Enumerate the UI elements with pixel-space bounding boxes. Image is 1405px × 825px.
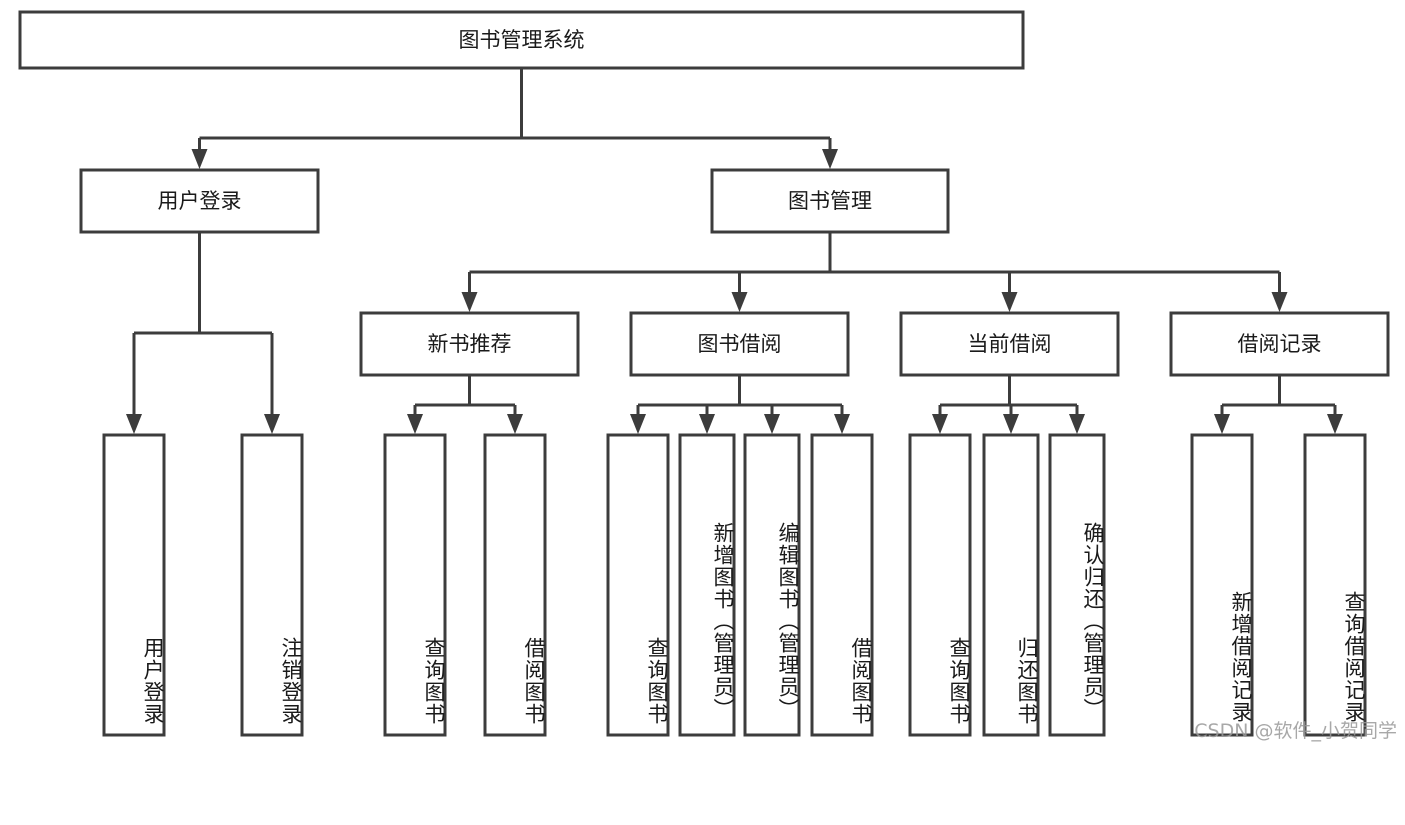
- connector-layer: [126, 68, 1343, 434]
- node-box-layer: [18, 10, 1390, 737]
- connector-arrowhead: [834, 414, 850, 434]
- node-user-login-label: 用户登录: [158, 189, 242, 213]
- connector-arrowhead: [264, 414, 280, 434]
- connector-arrowhead: [932, 414, 948, 434]
- diagram-canvas: 图书管理系统用户登录图书管理新书推荐图书借阅当前借阅借阅记录 用户登录注销登录查…: [18, 10, 1397, 742]
- connector-arrowhead: [1069, 414, 1085, 434]
- node-book-manage[interactable]: [710, 168, 950, 234]
- connector-arrowhead: [1003, 414, 1019, 434]
- connector-arrowhead: [407, 414, 423, 434]
- node-root-label: 图书管理系统: [459, 28, 585, 52]
- node-root[interactable]: [18, 10, 1025, 70]
- connector-arrowhead: [1271, 292, 1288, 312]
- node-leaf-query-book-1[interactable]: [383, 433, 447, 737]
- connector-arrowhead: [630, 414, 646, 434]
- node-borrow-record-label: 借阅记录: [1238, 332, 1322, 356]
- node-leaf-logout-login[interactable]: [240, 433, 304, 737]
- connector-arrowhead: [191, 149, 208, 169]
- node-new-book-recommend[interactable]: [359, 311, 580, 377]
- connector-arrowhead: [699, 414, 715, 434]
- connector-arrowhead: [764, 414, 780, 434]
- node-book-manage-label: 图书管理: [788, 189, 872, 213]
- node-current-borrow[interactable]: [899, 311, 1120, 377]
- node-leaf-borrow-book-1[interactable]: [483, 433, 547, 737]
- node-leaf-query-borrow-record[interactable]: [1303, 433, 1367, 737]
- node-leaf-edit-book-admin[interactable]: [743, 433, 801, 737]
- node-book-borrow-label: 图书借阅: [698, 332, 782, 356]
- connector-arrowhead: [1001, 292, 1018, 312]
- connector-arrowhead: [507, 414, 523, 434]
- node-leaf-return-book[interactable]: [982, 433, 1040, 737]
- node-user-login[interactable]: [79, 168, 320, 234]
- node-new-book-recommend-label: 新书推荐: [428, 332, 512, 356]
- node-current-borrow-label: 当前借阅: [968, 332, 1052, 356]
- node-leaf-add-book-admin[interactable]: [678, 433, 736, 737]
- node-leaf-confirm-return-admin[interactable]: [1048, 433, 1106, 737]
- node-book-borrow[interactable]: [629, 311, 850, 377]
- node-leaf-borrow-book-2[interactable]: [810, 433, 874, 737]
- node-leaf-query-book-2[interactable]: [606, 433, 670, 737]
- node-leaf-add-borrow-record[interactable]: [1190, 433, 1254, 737]
- connector-arrowhead: [461, 292, 478, 312]
- node-leaf-query-book-3[interactable]: [908, 433, 972, 737]
- connector-arrowhead: [822, 149, 838, 169]
- connector-arrowhead: [731, 292, 748, 312]
- connector-arrowhead: [1327, 414, 1343, 434]
- node-leaf-user-login[interactable]: [102, 433, 166, 737]
- node-borrow-record[interactable]: [1169, 311, 1390, 377]
- connector-arrowhead: [126, 414, 142, 434]
- connector-arrowhead: [1214, 414, 1230, 434]
